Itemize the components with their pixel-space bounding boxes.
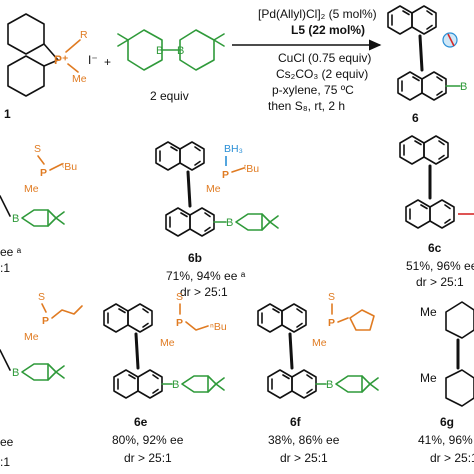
product-6a: S P ᵗBu Me B ee ᵃ :1 — [0, 143, 77, 275]
diboron-equiv: 2 equiv — [150, 89, 189, 103]
6e-nbu: ⁿBu — [210, 321, 227, 333]
reaction-conditions: [Pd(Allyl)Cl]₂ (5 mol%) L5 (22 mol%) CuC… — [232, 7, 382, 113]
6b-label: 6b — [188, 251, 202, 265]
6g-yield-ee: 41%, 96% — [418, 433, 473, 447]
phosphorus-highlight — [442, 32, 458, 48]
r-label: R — [80, 29, 88, 41]
6g-methyl-top: Me — [420, 305, 437, 319]
product-6g: Me Me 6g 41%, 96% dr > 25:1 — [418, 301, 474, 465]
condition-base: Cs₂CO₃ (2 equiv) — [276, 67, 368, 81]
6a-ee: ee ᵃ — [0, 245, 22, 259]
6a-methyl: Me — [24, 183, 39, 195]
6g-methyl-bottom: Me — [420, 371, 437, 385]
6e-dr: dr > 25:1 — [124, 451, 172, 465]
6b-yield-ee: 71%, 94% ee ᵃ — [166, 269, 246, 283]
6d-methyl: Me — [24, 331, 39, 343]
phosphonium-p-label: P⁺ — [54, 53, 68, 67]
6a-boron: B — [12, 213, 19, 225]
6b-borane: BH₃ — [224, 143, 243, 155]
boron-atom-1: B — [156, 45, 163, 57]
6f-boron: B — [326, 379, 333, 391]
6e-label: 6e — [134, 415, 148, 429]
6b-tbu: ᵗBu — [244, 163, 259, 175]
6f-dr: dr > 25:1 — [280, 451, 328, 465]
6a-phosphorus: P — [40, 167, 47, 179]
6c-yield-ee: 51%, 96% ee — [406, 259, 474, 273]
6g-label: 6g — [440, 415, 454, 429]
6e-sulfur: S — [176, 291, 183, 303]
product-6c: 6c 51%, 96% ee dr > 25:1 — [399, 135, 474, 289]
6f-yield-ee: 38%, 86% ee — [268, 433, 340, 447]
6b-methyl: Me — [206, 183, 221, 195]
6b-boron: B — [226, 217, 233, 229]
6e-methyl: Me — [160, 337, 175, 349]
compound-6-label: 6 — [412, 111, 419, 125]
compound-1-label: 1 — [4, 107, 11, 121]
product-6d: S P Me B ee :1 — [0, 291, 83, 469]
6b-dr: dr > 25:1 — [180, 285, 228, 299]
product-6e: S P ⁿBu Me B 6e 80%, 92% ee dr > 25:1 — [103, 291, 227, 465]
plus-sign: + — [104, 55, 111, 69]
condition-ligand: L5 (22 mol%) — [291, 23, 365, 37]
product-6b: BH₃ P ᵗBu Me B 6b 71%, 94% ee ᵃ dr > 25:… — [155, 141, 279, 299]
boron-atom-2: B — [177, 45, 184, 57]
6d-boron: B — [12, 367, 19, 379]
6c-label: 6c — [428, 241, 442, 255]
starting-material-1: P⁺ R Me I⁻ 1 — [4, 13, 98, 121]
6f-phosphorus: P — [328, 317, 335, 329]
6e-phosphorus: P — [176, 317, 183, 329]
6c-dr: dr > 25:1 — [416, 275, 464, 289]
diboron-reagent: B B 2 equiv — [117, 29, 225, 103]
condition-catalyst: [Pd(Allyl)Cl]₂ (5 mol%) — [258, 7, 377, 21]
6a-tbu: ᵗBu — [62, 161, 77, 173]
product-6f: S P Me B 6f 38%, 86% ee dr > 25:1 — [257, 291, 379, 465]
6e-boron: B — [172, 379, 179, 391]
6d-ee: ee — [0, 435, 14, 449]
6f-label: 6f — [290, 415, 302, 429]
condition-copper: CuCl (0.75 equiv) — [278, 51, 371, 65]
6f-sulfur: S — [328, 291, 335, 303]
6a-dr: :1 — [0, 261, 10, 275]
6e-yield-ee: 80%, 92% ee — [112, 433, 184, 447]
6d-dr: :1 — [0, 455, 10, 469]
product-6-boron: B — [460, 81, 467, 93]
6f-methyl: Me — [312, 337, 327, 349]
condition-solvent: p-xylene, 75 ºC — [272, 83, 354, 97]
iodide-label: I⁻ — [88, 53, 98, 67]
p-methyl-label: Me — [72, 73, 87, 85]
6b-phosphorus: P — [222, 169, 229, 181]
product-6: B 6 — [387, 5, 467, 125]
6g-dr: dr > 25:1 — [430, 451, 474, 465]
condition-quench: then S₈, rt, 2 h — [268, 99, 345, 113]
6d-sulfur: S — [38, 291, 45, 303]
6d-phosphorus: P — [42, 315, 49, 327]
6a-sulfur: S — [34, 143, 41, 155]
